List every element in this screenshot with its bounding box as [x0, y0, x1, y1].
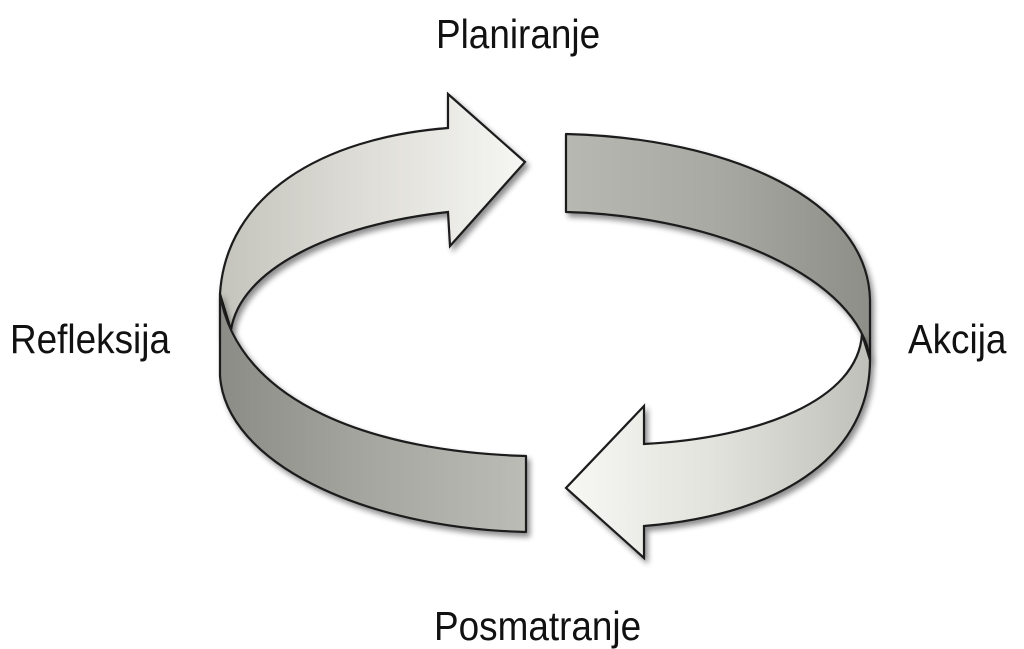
stage-label-refleksija: Refleksija: [10, 316, 170, 362]
stage-label-akcija: Akcija: [908, 316, 1007, 362]
arrow-refleksija-to-planiranje: [218, 91, 527, 337]
stage-label-planiranje: Planiranje: [436, 11, 601, 57]
arrow-band-right-upper: [564, 132, 872, 362]
arrow-planiranje-to-akcija: [564, 132, 872, 362]
arrow-face-upper: [218, 91, 527, 331]
arrow-akcija-to-posmatranje: [564, 333, 872, 561]
stage-label-posmatranje: Posmatranje: [434, 603, 642, 649]
arrow-posmatranje-to-refleksija: [218, 292, 528, 534]
arrow-face-lower: [564, 333, 872, 561]
arrow-band-left-lower: [218, 292, 528, 534]
